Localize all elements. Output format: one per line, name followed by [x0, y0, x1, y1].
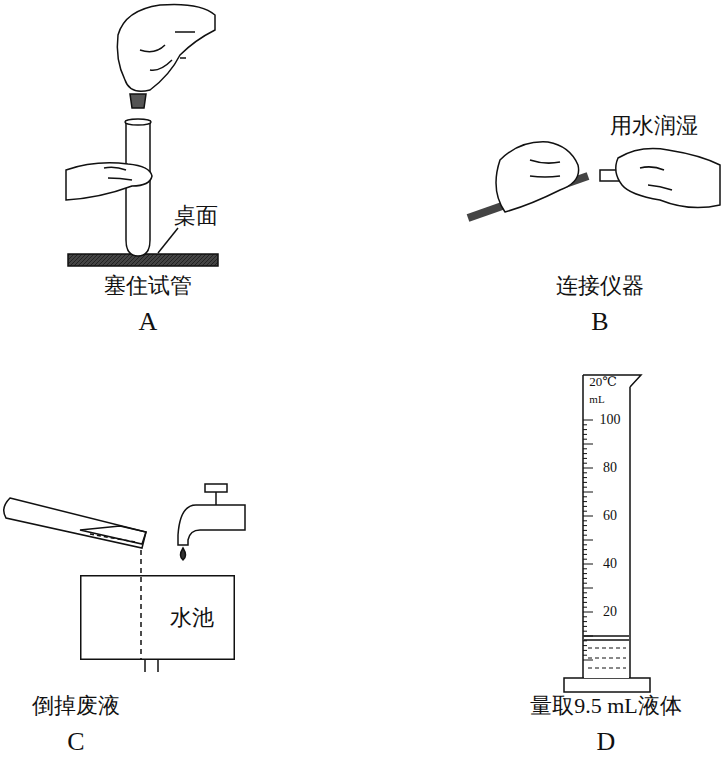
scale-tick	[583, 434, 587, 435]
part-label: 桌面	[174, 204, 218, 228]
scale-tick	[583, 501, 587, 502]
scale-tick	[583, 597, 587, 598]
scale-tick	[583, 511, 587, 512]
scale-label: 20℃	[589, 375, 617, 389]
hand	[616, 149, 720, 208]
scale-tick	[583, 482, 587, 483]
scale-tick	[583, 588, 593, 589]
drain-pipe	[144, 660, 146, 672]
waste-stream	[140, 550, 142, 660]
scale-tick	[583, 420, 593, 421]
scale-tick	[583, 468, 593, 469]
scale-tick	[583, 458, 587, 459]
scale-tick	[583, 573, 587, 574]
liquid	[588, 658, 626, 659]
scale-tick	[583, 645, 587, 646]
faucet	[205, 484, 227, 492]
scale-tick	[583, 453, 587, 454]
note-label: 用水润湿	[610, 114, 698, 138]
scale-number: 40	[603, 556, 617, 571]
rubber-stopper	[130, 94, 146, 108]
scale-tick	[583, 554, 587, 555]
scale-tick	[583, 549, 587, 550]
scale-tick	[583, 583, 587, 584]
scale-tick	[583, 621, 587, 622]
scale-tick	[583, 540, 593, 541]
panel-letter: C	[67, 728, 84, 757]
scale-tick	[583, 424, 587, 425]
sink-label: 水池	[170, 603, 214, 633]
cylinder-base	[564, 678, 650, 692]
panel-letter: A	[139, 308, 158, 337]
scale-number: 20	[603, 604, 617, 619]
scale-number: 100	[600, 412, 621, 427]
leader-line	[158, 228, 178, 253]
liquid	[588, 648, 626, 649]
scale-tick	[583, 506, 587, 507]
scale-tick	[583, 448, 587, 449]
scale-tick	[583, 607, 587, 608]
scale-tick	[583, 535, 587, 536]
sink: 水池	[80, 575, 235, 660]
scale-tick	[583, 655, 587, 656]
scale-number: 80	[603, 460, 617, 475]
scale-tick	[583, 530, 587, 531]
scale-tick	[583, 472, 587, 473]
scale-tick	[583, 429, 587, 430]
caption: 连接仪器	[556, 274, 644, 298]
scale-tick	[583, 439, 587, 440]
hand	[117, 4, 215, 91]
test-tube	[4, 498, 146, 548]
liquid	[588, 668, 626, 669]
scale-tick	[583, 650, 587, 651]
scale-tick	[583, 564, 593, 565]
scale-tick	[583, 477, 587, 478]
scale-tick	[583, 559, 587, 560]
scale-tick	[583, 516, 593, 517]
scale-tick	[583, 640, 587, 641]
scale-tick	[583, 520, 587, 521]
panel-c-figure	[4, 484, 245, 672]
hand	[496, 142, 579, 212]
scale-number: 60	[603, 508, 617, 523]
panel-a-figure	[66, 4, 218, 266]
scale-tick	[583, 636, 593, 637]
scale-tick	[583, 602, 587, 603]
test-tube	[126, 122, 150, 256]
scale-tick	[583, 525, 587, 526]
scale-tick	[583, 568, 587, 569]
scale-tick	[583, 487, 587, 488]
caption: 塞住试管	[104, 274, 192, 298]
scale-label: mL	[589, 393, 604, 405]
scale-tick	[583, 463, 587, 464]
scale-tick	[583, 660, 593, 661]
scale-tick	[583, 631, 587, 632]
scale-tick	[583, 444, 593, 445]
panel-letter: D	[597, 728, 616, 757]
panel-d-figure	[564, 375, 650, 692]
scale-tick	[583, 592, 587, 593]
scale-tick	[583, 612, 593, 613]
scale-tick	[583, 578, 587, 579]
caption: 倒掉废液	[32, 694, 120, 718]
scale-tick	[583, 544, 587, 545]
measuring-cylinder	[583, 375, 641, 678]
scale-tick	[583, 616, 587, 617]
scale-tick	[583, 492, 593, 493]
scale-tick	[583, 626, 587, 627]
hand	[66, 163, 152, 200]
panel-letter: B	[591, 308, 608, 337]
panel-b-figure	[468, 142, 720, 218]
caption: 量取9.5 mL液体	[530, 694, 682, 718]
scale-tick	[583, 496, 587, 497]
